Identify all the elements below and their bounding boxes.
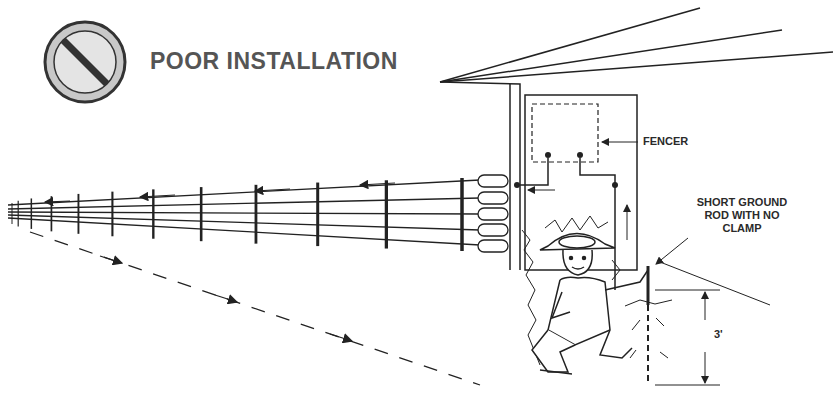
fence-post	[111, 192, 113, 237]
callout-label: SHORT GROUND ROD WITH NO CLAMP	[686, 196, 798, 235]
fence-post	[316, 183, 319, 247]
fence-post	[385, 180, 388, 248]
dimension-label: 3'	[712, 328, 725, 341]
part-label: FENCER	[641, 135, 690, 148]
fence-post	[77, 194, 79, 234]
fence-wires	[8, 180, 480, 245]
current-arrows	[45, 183, 395, 202]
no-symbol	[45, 22, 125, 102]
fence-post	[18, 201, 19, 227]
fence-post	[255, 185, 258, 244]
fence-post	[460, 178, 464, 251]
fence-posts	[12, 178, 462, 251]
diagram-title: POOR INSTALLATION	[148, 48, 400, 75]
dimension-lines	[655, 238, 770, 385]
ground-return	[30, 232, 480, 385]
fence-post	[31, 198, 33, 228]
fence-post	[200, 187, 203, 241]
roof	[440, 8, 833, 270]
ground-rod	[625, 266, 672, 385]
insulators	[478, 175, 508, 252]
fence-post	[12, 203, 13, 224]
